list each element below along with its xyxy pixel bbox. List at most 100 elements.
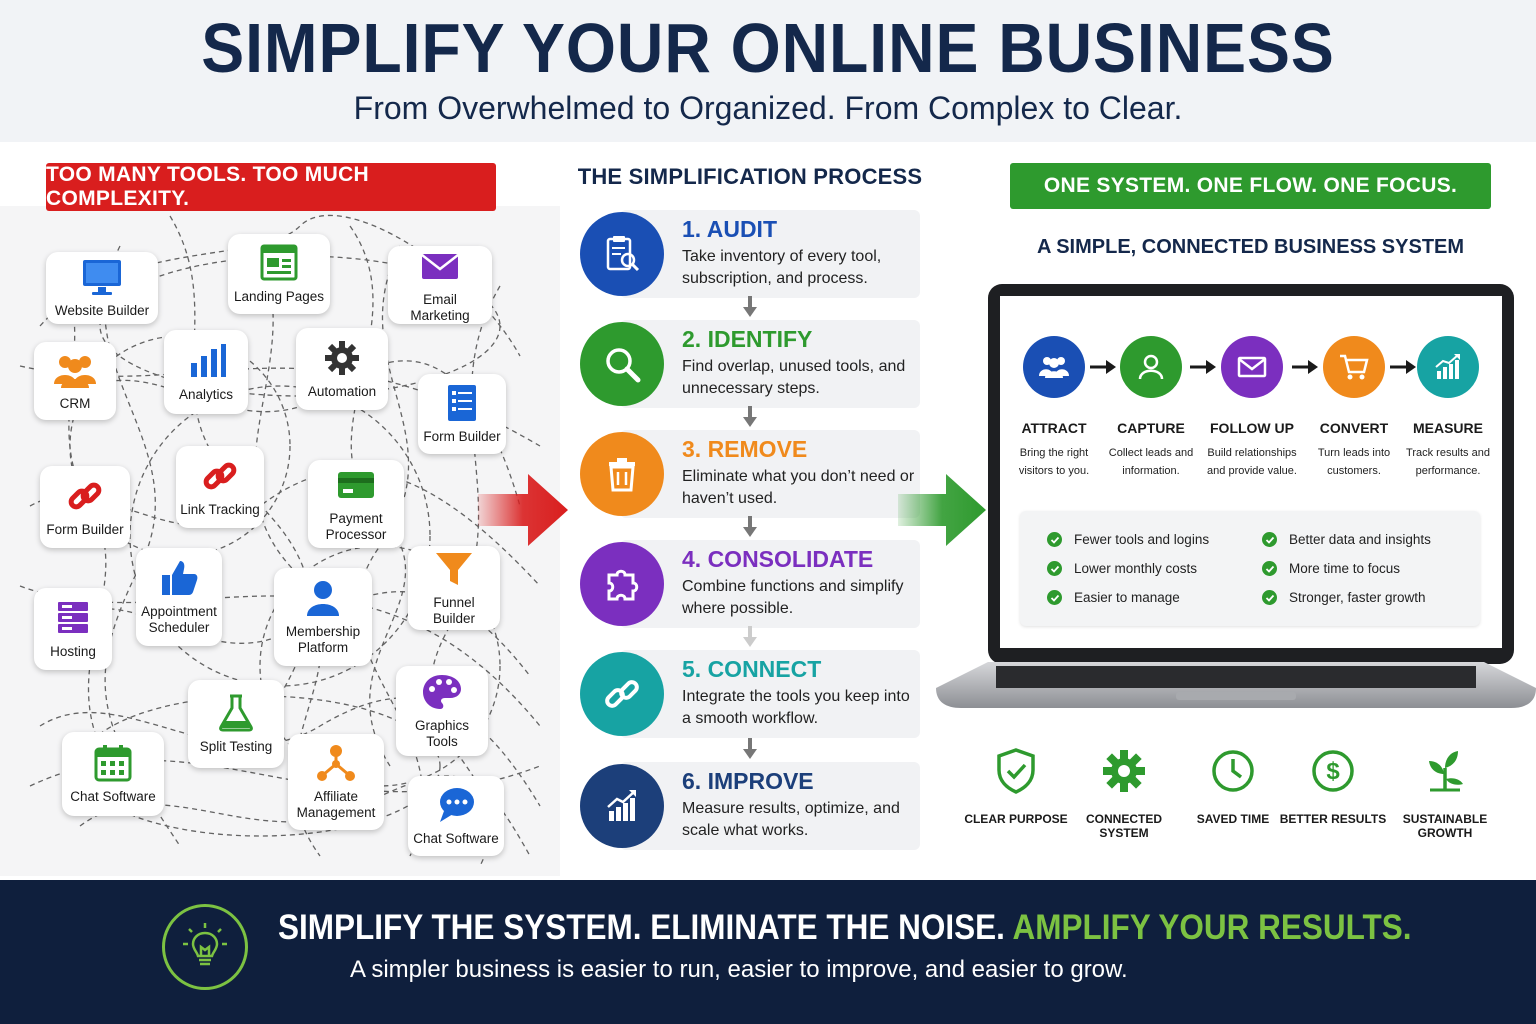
check-icon — [1047, 532, 1062, 547]
tool-card-membership-platform: Membership Platform — [274, 568, 372, 666]
value-saved-time: SAVED TIME — [1173, 746, 1293, 826]
step-remove: 3. REMOVE Eliminate what you don’t need … — [580, 430, 920, 518]
flow-arrow-icon — [1090, 360, 1116, 374]
funnel-icon — [436, 553, 472, 585]
benefit-item: Easier to manage — [1047, 590, 1180, 605]
tool-card-analytics: Analytics — [164, 330, 248, 414]
envelope-icon — [421, 254, 459, 279]
benefit-item: More time to focus — [1262, 561, 1400, 576]
flow-arrow-icon — [1190, 360, 1216, 374]
user-icon — [307, 581, 339, 616]
step-description: Eliminate what you don’t need or haven’t… — [682, 468, 915, 507]
stage-description: Track results and performance. — [1406, 447, 1490, 477]
tool-card-form-builder-2: Form Builder — [40, 466, 130, 548]
tool-card-graphics-tools: Graphics Tools — [396, 666, 488, 756]
down-arrow-icon — [743, 296, 757, 317]
sprout-icon — [1429, 751, 1463, 792]
down-arrow-icon — [743, 626, 757, 647]
trash-icon — [580, 432, 664, 516]
step-description: Take inventory of every tool, subscripti… — [682, 248, 882, 287]
step-title: 5. CONNECT — [682, 656, 822, 682]
step-description: Integrate the tools you keep into a smoo… — [682, 688, 910, 727]
header: SIMPLIFY YOUR ONLINE BUSINESS From Overw… — [0, 0, 1536, 142]
red-transition-arrow-icon — [478, 474, 568, 546]
flask-icon — [219, 694, 253, 732]
check-icon — [1262, 532, 1277, 547]
bar-chart-icon — [191, 344, 226, 377]
tool-card-crm: CRM — [34, 342, 116, 420]
down-arrow-icon — [743, 516, 757, 537]
tool-card-form-builder: Form Builder — [418, 374, 506, 454]
lightbulb-icon — [162, 904, 248, 990]
benefit-item: Lower monthly costs — [1047, 561, 1197, 576]
footer — [0, 880, 1536, 1024]
step-title: 3. REMOVE — [682, 436, 808, 462]
check-icon — [1047, 561, 1062, 576]
stage-measure: MEASURE Track results and performance. — [1402, 336, 1494, 480]
benefit-item: Stronger, faster growth — [1262, 590, 1426, 605]
stage-name: FOLLOW UP — [1210, 420, 1294, 436]
check-icon — [1047, 590, 1062, 605]
tool-card-link-tracking: Link Tracking — [176, 446, 264, 528]
calendar-icon — [94, 745, 132, 782]
group-icon — [1023, 336, 1085, 398]
stage-description: Collect leads and information. — [1108, 447, 1194, 477]
step-title: 6. IMPROVE — [682, 768, 814, 794]
gear-icon — [325, 341, 359, 375]
tool-card-chat-software-2: Chat Software — [408, 776, 504, 856]
growth-chart-icon — [580, 764, 664, 848]
server-icon — [58, 602, 88, 633]
cart-icon — [1323, 336, 1385, 398]
svg-text:$: $ — [1326, 758, 1340, 785]
link-icon — [68, 482, 102, 510]
magnifier-icon — [580, 322, 664, 406]
landing-page-icon — [260, 244, 298, 281]
benefits-panel — [1020, 511, 1480, 626]
growth-chart-icon — [1417, 336, 1479, 398]
tool-card-automation: Automation — [296, 328, 388, 410]
dollar-icon: $ — [1312, 750, 1354, 792]
flow-arrow-icon — [1292, 360, 1318, 374]
page-subtitle: From Overwhelmed to Organized. From Comp… — [353, 90, 1183, 126]
check-icon — [1262, 561, 1277, 576]
value-connected-system: CONNECTED SYSTEM — [1064, 746, 1184, 840]
chat-bubble-icon — [440, 788, 474, 822]
laptop-base — [936, 662, 1536, 708]
stage-name: CAPTURE — [1117, 420, 1185, 436]
clock-icon — [1212, 750, 1254, 792]
step-description: Measure results, optimize, and scale wha… — [682, 800, 900, 839]
footer-subline: A simpler business is easier to run, eas… — [350, 956, 1128, 983]
check-icon — [1262, 590, 1277, 605]
stage-name: CONVERT — [1319, 420, 1389, 436]
flow-arrow-icon — [1390, 360, 1416, 374]
stage-name: MEASURE — [1412, 420, 1483, 436]
down-arrow-icon — [743, 738, 757, 759]
tool-card-email-marketing: Email Marketing — [388, 246, 492, 324]
stage-attract: ATTRACT Bring the right visitors to you. — [1008, 336, 1100, 480]
stage-capture: CAPTURE Collect leads and information. — [1105, 336, 1197, 480]
link-icon — [203, 462, 237, 490]
tool-card-payment-processor: Payment Processor — [308, 460, 404, 548]
tool-card-appointment-scheduler: Appointment Scheduler — [136, 548, 222, 646]
user-icon — [1120, 336, 1182, 398]
shield-check-icon — [997, 748, 1035, 794]
credit-card-icon — [338, 472, 374, 498]
green-transition-arrow-icon — [898, 474, 986, 546]
clipboard-search-icon — [580, 212, 664, 296]
down-arrow-icon — [743, 406, 757, 427]
benefit-item: Better data and insights — [1262, 532, 1431, 547]
stage-description: Build relationships and provide value. — [1207, 447, 1297, 477]
tool-card-affiliate-management: Affiliate Management — [288, 734, 384, 830]
step-consolidate: 4. CONSOLIDATE Combine functions and sim… — [580, 540, 920, 628]
value-sustainable-growth: SUSTAINABLE GROWTH — [1385, 746, 1505, 840]
page-title: SIMPLIFY YOUR ONLINE BUSINESS — [201, 9, 1335, 87]
step-description: Find overlap, unused tools, and unnecess… — [682, 358, 906, 397]
chain-link-icon — [580, 652, 664, 736]
tool-card-hosting: Hosting — [34, 588, 112, 670]
too-many-tools-banner: TOO MANY TOOLS. TOO MUCH COMPLEXITY. — [46, 163, 496, 211]
stage-description: Bring the right visitors to you. — [1018, 447, 1090, 477]
step-audit: 1. AUDIT Take inventory of every tool, s… — [580, 210, 920, 298]
step-identify: 2. IDENTIFY Find overlap, unused tools, … — [580, 320, 920, 408]
gear-icon — [1103, 750, 1145, 792]
step-title: 2. IDENTIFY — [682, 326, 813, 352]
